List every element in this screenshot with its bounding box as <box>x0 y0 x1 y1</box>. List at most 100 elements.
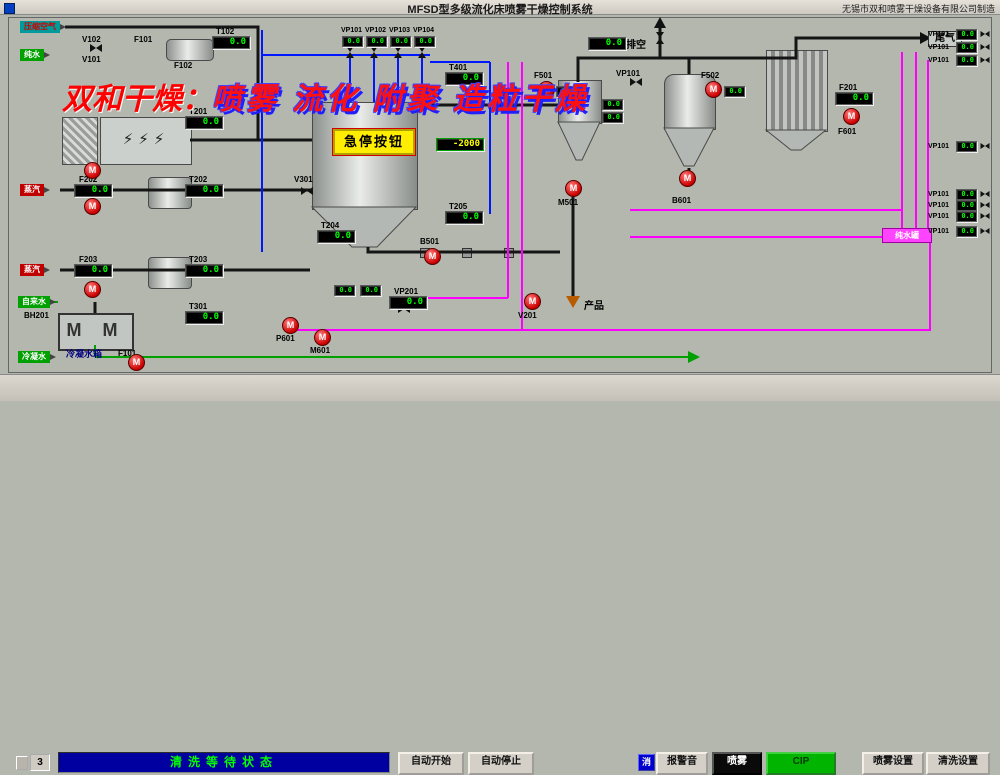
label-t201: T201 <box>189 107 208 116</box>
source-condensate: 冷凝水 <box>18 351 56 363</box>
valve-right-4-icon <box>980 143 990 149</box>
pump-f501: M <box>538 81 555 98</box>
label-f203: F203 <box>79 255 98 264</box>
label-b601: B601 <box>672 196 692 205</box>
display-right-6: 0.0 <box>956 200 977 211</box>
valve-right-5-icon <box>980 191 990 197</box>
pipe-cip-magenta <box>295 52 931 331</box>
display-cyclone-2: 0.0 <box>602 112 623 123</box>
display-vp101: 0.0 <box>342 36 363 47</box>
label-f101-pump: F101 <box>118 349 137 358</box>
label-v102: V102 <box>82 35 101 44</box>
display-vp102: 0.0 <box>366 36 387 47</box>
pump-p601: M <box>282 317 299 334</box>
source-pure-water: 纯水 <box>20 49 50 61</box>
page-number[interactable]: 3 <box>30 754 50 771</box>
display-t203: 0.0 <box>185 264 223 277</box>
valve-v301-icon <box>301 187 313 195</box>
heat-exchanger-row2 <box>148 177 192 209</box>
label-p601: P601 <box>276 334 295 343</box>
pump-f101: M <box>128 354 145 371</box>
display-t205: 0.0 <box>445 211 483 224</box>
source-compressed-air: 压缩空气 <box>20 21 66 33</box>
label-right-valve-8: VP101 <box>928 228 950 235</box>
display-f502: 0.0 <box>724 86 745 97</box>
label-t202: T202 <box>189 175 208 184</box>
exhaust-arrow <box>920 32 931 44</box>
display-t102: 0.0 <box>212 36 250 49</box>
emergency-stop-button[interactable]: 急停按钮 <box>332 128 416 156</box>
label-vent: 排空 <box>626 40 646 51</box>
label-right-valve-6: VP101 <box>928 202 950 209</box>
auto-start-button[interactable]: 自动开始 <box>398 752 464 775</box>
cip-button[interactable]: CIP <box>766 752 836 775</box>
title-bar: MFSD型多级流化床喷雾干燥控制系统 无锡市双和喷雾干燥设备有限公司制造 <box>0 0 1000 16</box>
pump-b601: M <box>679 170 696 187</box>
display-t201: 0.0 <box>185 116 223 129</box>
display-vp104: 0.0 <box>414 36 435 47</box>
spray-mode-button[interactable]: 喷雾 <box>712 752 762 775</box>
alarm-sound-button[interactable]: 报警音 <box>656 752 708 775</box>
label-f502: F502 <box>701 71 720 80</box>
label-m501: M501 <box>558 198 579 207</box>
valve-vp101-top-icon <box>346 46 354 58</box>
pump-f502: M <box>705 81 722 98</box>
display-t301: 0.0 <box>185 311 223 324</box>
auto-stop-button[interactable]: 自动停止 <box>468 752 534 775</box>
display-right-8: 0.0 <box>956 226 977 237</box>
filter-hatched-box <box>62 117 98 165</box>
pump-v201: M <box>524 293 541 310</box>
pump-f601: M <box>843 108 860 125</box>
valve-right-3-icon <box>980 57 990 63</box>
label-t204: T204 <box>321 221 340 230</box>
display-vent: 0.0 <box>588 37 626 50</box>
label-right-valve-4: VP101 <box>928 143 950 150</box>
display-f202: 0.0 <box>74 184 112 197</box>
status-bar: 3 清洗等待状态 自动开始 自动停止 消 报警音 喷雾 CIP 喷雾设置 清洗设… <box>0 374 1000 775</box>
display-right-4: 0.0 <box>956 141 977 152</box>
label-cip-tank: 纯水罐 <box>882 228 932 243</box>
spray-settings-button[interactable]: 喷雾设置 <box>862 752 924 775</box>
valve-vent-icon <box>656 32 664 44</box>
label-f501: F501 <box>534 71 553 80</box>
window-title: MFSD型多级流化床喷雾干燥控制系统 <box>407 4 593 16</box>
label-vp201: VP201 <box>394 287 419 296</box>
display-tower-weight: -2000 <box>436 138 484 151</box>
page-spinner[interactable] <box>16 756 28 770</box>
cyclone1-cone <box>557 121 601 161</box>
source-steam-1: 蒸汽 <box>20 184 50 196</box>
label-b501: B501 <box>420 237 440 246</box>
label-right-valve-7: VP101 <box>928 213 950 220</box>
valve-right-1-icon <box>980 31 990 37</box>
valve-vp101-icon <box>630 78 642 86</box>
vessel2-cone <box>663 127 715 167</box>
pump-f203: M <box>84 281 101 298</box>
label-vp102-top: VP102 <box>365 27 387 34</box>
mute-alarm-toggle[interactable]: 消 <box>638 754 655 771</box>
display-vp103: 0.0 <box>390 36 411 47</box>
label-right-valve-1: VP101 <box>928 31 950 38</box>
source-steam-2: 蒸汽 <box>20 264 50 276</box>
label-product: 产品 <box>584 301 604 312</box>
pump-m601: M <box>314 329 331 346</box>
label-f102: F102 <box>174 61 193 70</box>
display-t401: 0.0 <box>445 72 483 85</box>
display-vp201: 0.0 <box>389 296 427 309</box>
label-t401: T401 <box>449 63 468 72</box>
pump-b501: M <box>424 248 441 265</box>
valve-right-8-icon <box>980 228 990 234</box>
label-f601: F601 <box>838 127 857 136</box>
clean-settings-button[interactable]: 清洗设置 <box>926 752 990 775</box>
label-bh201: BH201 <box>24 311 49 320</box>
label-v201: V201 <box>518 311 537 320</box>
status-message: 清洗等待状态 <box>58 752 390 773</box>
valve-vp103-top-icon <box>394 46 402 58</box>
label-t301: T301 <box>189 302 208 311</box>
label-m601: M601 <box>310 346 331 355</box>
filter-f102-vessel <box>166 39 214 61</box>
product-arrow <box>566 296 580 308</box>
display-right-5: 0.0 <box>956 189 977 200</box>
display-f201: 0.0 <box>835 92 873 105</box>
label-f201: F201 <box>839 83 858 92</box>
